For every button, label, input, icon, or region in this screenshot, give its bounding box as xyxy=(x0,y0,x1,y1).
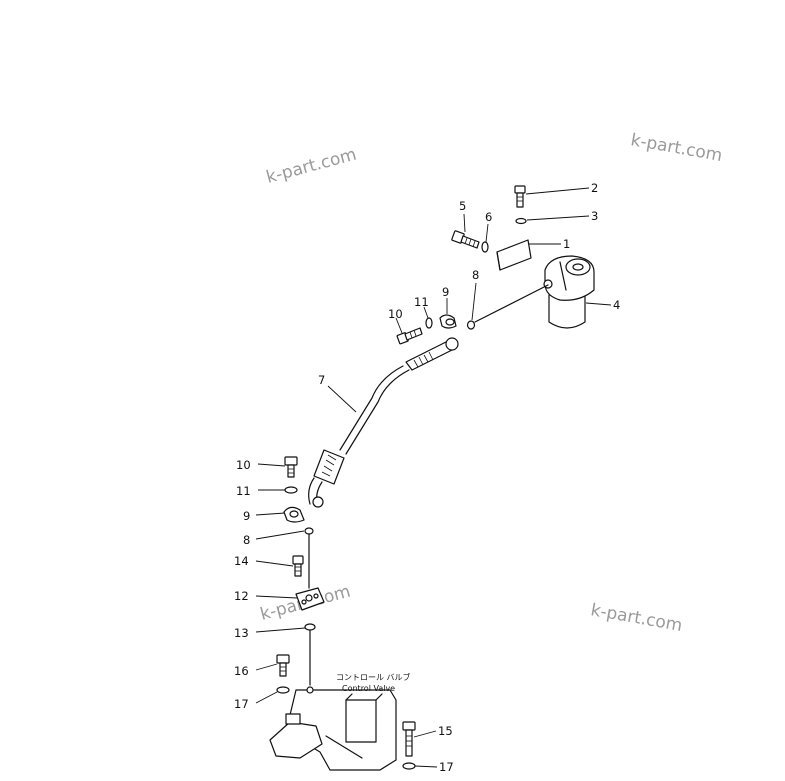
callout-10-bottom: 10 xyxy=(236,458,286,472)
callout-14-label: 14 xyxy=(234,554,249,568)
control-valve xyxy=(269,686,397,771)
callout-10-bottom-label: 10 xyxy=(236,458,251,472)
washer-3 xyxy=(515,217,527,225)
callout-9-top-label: 9 xyxy=(442,285,449,299)
flange-12 xyxy=(295,587,325,611)
callout-2: 2 xyxy=(525,181,598,195)
callout-8-bottom-label: 8 xyxy=(243,533,250,547)
oring-8-top xyxy=(466,320,476,330)
callout-8-bottom: 8 xyxy=(243,530,305,547)
callout-6: 6 xyxy=(485,210,492,243)
pipe-7 xyxy=(308,337,459,508)
callout-3-label: 3 xyxy=(591,209,598,223)
callout-15-label: 15 xyxy=(438,724,453,738)
oring-8-bottom xyxy=(304,527,314,535)
callout-1-label: 1 xyxy=(563,237,570,251)
callout-11-top: 11 xyxy=(414,295,429,319)
callout-14: 14 xyxy=(234,554,294,568)
callout-15: 15 xyxy=(413,724,453,738)
oring-13 xyxy=(304,623,316,631)
washer-6 xyxy=(481,241,489,253)
callout-4-label: 4 xyxy=(613,298,620,312)
control-valve-label-en: Control Valve xyxy=(342,684,395,693)
washer-17-right xyxy=(402,762,416,770)
bolt-16 xyxy=(276,654,290,677)
bracket xyxy=(496,239,532,271)
callout-17-right: 17 xyxy=(414,760,454,774)
callout-17-right-label: 17 xyxy=(439,760,454,774)
callout-17-left: 17 xyxy=(234,691,278,711)
callout-16: 16 xyxy=(234,663,278,678)
callout-7: 7 xyxy=(318,373,357,413)
callout-5: 5 xyxy=(459,199,466,233)
bolt-10-top xyxy=(396,327,423,345)
washer-17-left xyxy=(276,686,290,694)
callout-12-label: 12 xyxy=(234,589,249,603)
callout-10-top-label: 10 xyxy=(388,307,403,321)
watermark-top-right: k-part.com xyxy=(629,130,724,166)
callout-8-top: 8 xyxy=(471,268,479,321)
callout-4: 4 xyxy=(585,298,620,312)
callout-9-top: 9 xyxy=(442,285,449,314)
callout-11-bottom: 11 xyxy=(236,484,285,498)
washer-11-top xyxy=(425,317,433,329)
control-valve-label-jp: コントロール バルブ xyxy=(336,672,411,682)
callout-2-label: 2 xyxy=(591,181,598,195)
callout-5-label: 5 xyxy=(459,199,466,213)
callout-3: 3 xyxy=(526,209,598,223)
callout-6-label: 6 xyxy=(485,210,492,224)
callout-16-label: 16 xyxy=(234,664,249,678)
axis-line-top xyxy=(474,284,549,323)
filter xyxy=(543,255,595,329)
callout-9-bottom-label: 9 xyxy=(243,509,250,523)
callout-11-bottom-label: 11 xyxy=(236,484,251,498)
banjo-9-top xyxy=(439,314,457,329)
banjo-9-bottom xyxy=(283,506,305,523)
bolt-10-bottom xyxy=(284,456,298,478)
callout-1: 1 xyxy=(529,237,570,251)
callout-12: 12 xyxy=(234,589,298,603)
callout-7-label: 7 xyxy=(318,373,325,387)
washer-11-bottom xyxy=(284,486,298,494)
bolt-2 xyxy=(514,185,526,208)
callout-9-bottom: 9 xyxy=(243,509,286,523)
bolt-15 xyxy=(402,721,416,757)
callout-11-top-label: 11 xyxy=(414,295,429,309)
watermark-top-left: k-part.com xyxy=(264,145,359,188)
callout-13: 13 xyxy=(234,626,306,640)
callout-13-label: 13 xyxy=(234,626,249,640)
callout-17-left-label: 17 xyxy=(234,697,249,711)
watermark-bottom-right: k-part.com xyxy=(589,600,684,636)
bolt-5 xyxy=(451,230,480,249)
callout-10-top: 10 xyxy=(388,307,403,334)
callout-8-top-label: 8 xyxy=(472,268,479,282)
bolt-14 xyxy=(292,555,304,577)
